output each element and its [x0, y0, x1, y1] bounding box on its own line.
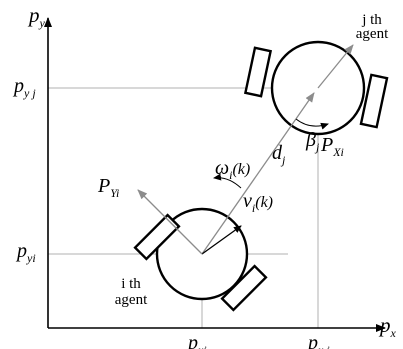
agent-i-label-line1: i th — [121, 276, 141, 292]
vector-nu — [201, 225, 242, 255]
agent-j-wheel-right — [359, 73, 389, 129]
x-axis-label: px — [378, 313, 397, 340]
axes — [44, 17, 386, 332]
arc-beta — [295, 118, 329, 130]
y-axis-label: py — [27, 3, 46, 30]
agent-j-wheel-left — [243, 46, 273, 98]
tick-y-i: pyi — [15, 240, 36, 265]
agent-i-wheel-upper — [133, 213, 181, 261]
vector-P-Yi — [137, 189, 203, 255]
tick-x-i: pxi — [186, 332, 207, 349]
tick-y-j: py j — [12, 75, 36, 100]
vector-d-j — [201, 92, 315, 255]
agent-i-label-line2: agent — [115, 292, 148, 308]
label-beta-j: βj — [305, 129, 320, 154]
label-omega: ωi(k) — [215, 157, 250, 182]
agent-j-label-line1: j th — [361, 12, 382, 28]
label-d-j: dj — [272, 142, 286, 167]
agent-i — [133, 207, 268, 312]
vectors — [137, 44, 354, 255]
arc-omega — [213, 173, 242, 189]
agent-j-label-line2: agent — [356, 26, 389, 42]
vector-P-Xi — [317, 44, 354, 89]
label-P-Yi: PYi — [97, 175, 119, 200]
tick-x-j: px j — [306, 332, 330, 349]
label-P-Xi: PXi — [320, 134, 344, 159]
label-nu: νi(k) — [243, 190, 273, 215]
agent-i-wheel-lower — [220, 264, 268, 312]
